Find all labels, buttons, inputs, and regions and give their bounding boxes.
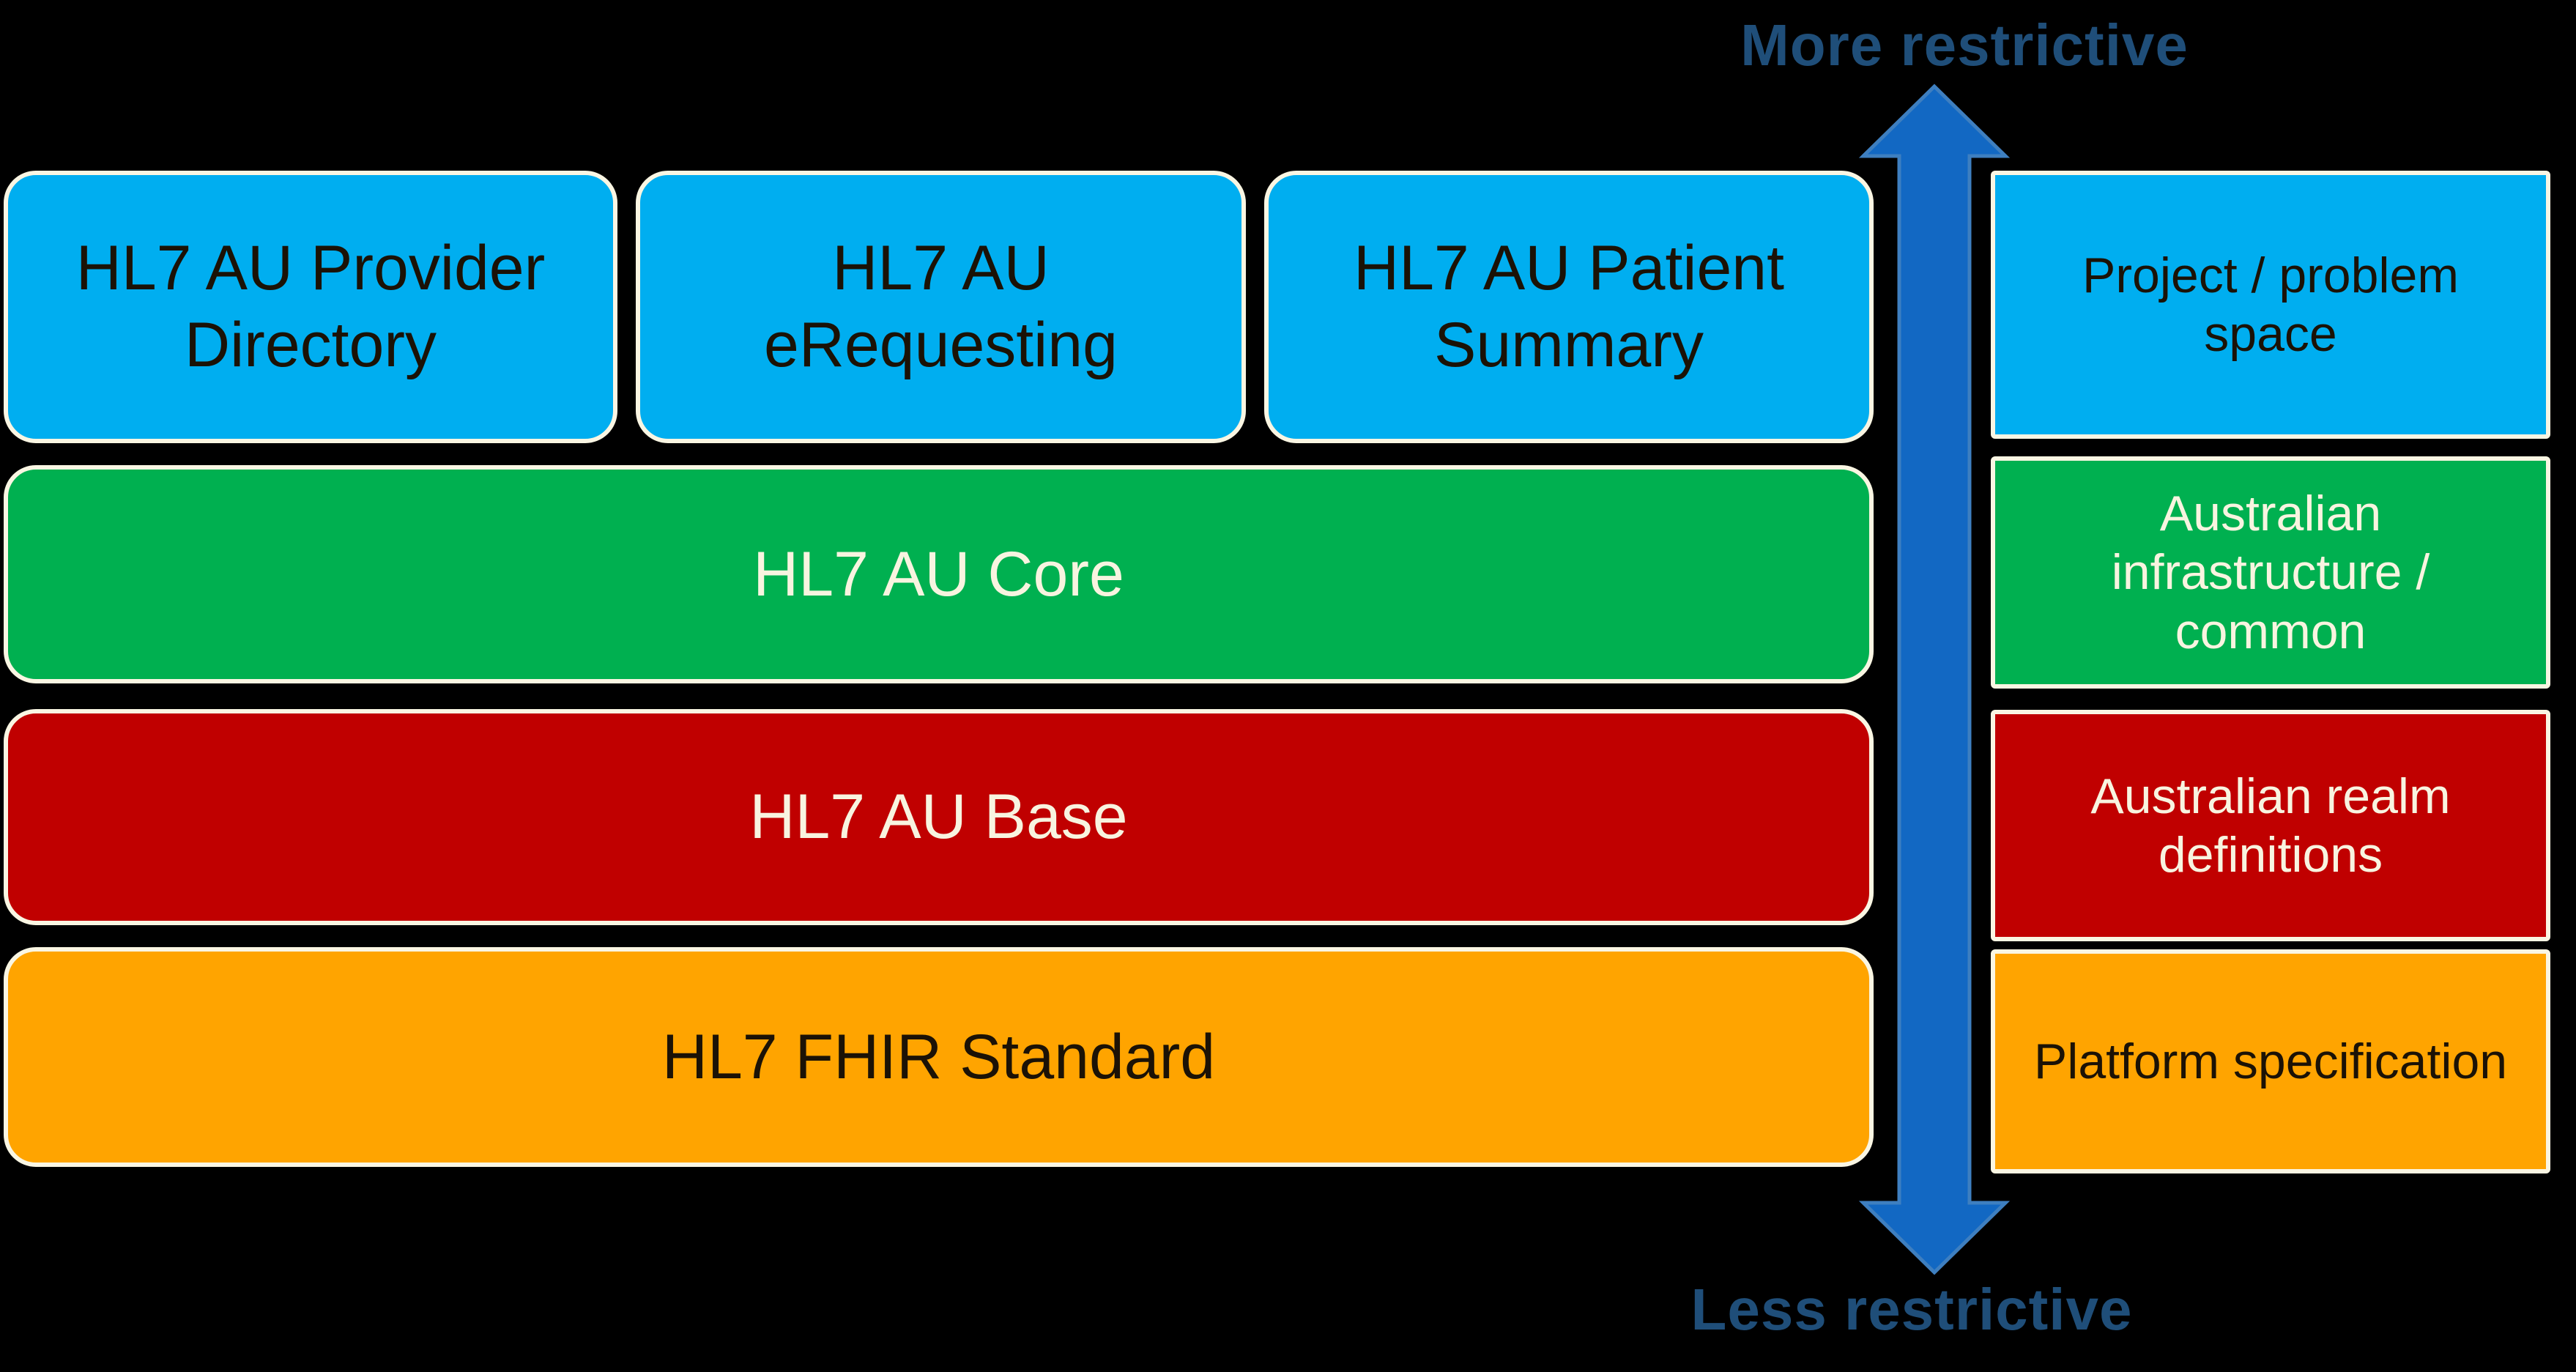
double-arrow-icon	[1858, 84, 2011, 1275]
restrictiveness-arrow	[1858, 84, 2011, 1275]
box-hl7-au-base: HL7 AU Base	[4, 709, 1874, 925]
box-hl7-au-erequesting: HL7 AU eRequesting	[636, 171, 1246, 443]
label-more-restrictive: More restrictive	[1740, 12, 2189, 78]
label-less-restrictive: Less restrictive	[1690, 1277, 2133, 1342]
box-hl7-au-provider-directory: HL7 AU Provider Directory	[4, 171, 617, 443]
box-hl7-fhir-standard: HL7 FHIR Standard	[4, 947, 1874, 1167]
legend-australian-realm-definitions: Australian realm definitions	[1991, 710, 2550, 941]
legend-project-problem-space: Project / problem space	[1991, 171, 2550, 439]
legend-platform-specification: Platform specification	[1991, 949, 2550, 1173]
box-hl7-au-core: HL7 AU Core	[4, 465, 1874, 683]
box-hl7-au-patient-summary: HL7 AU Patient Summary	[1264, 171, 1874, 443]
legend-australian-infrastructure-common: Australian infrastructure / common	[1991, 456, 2550, 689]
